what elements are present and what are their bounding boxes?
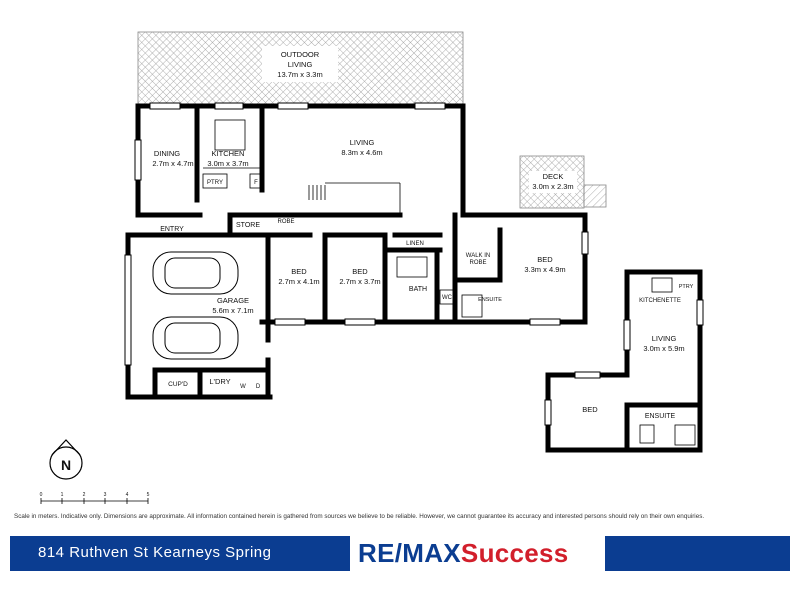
deck-size: 3.0m x 2.3m (532, 182, 573, 191)
scale-tick: 2 (83, 492, 86, 498)
compass-letter: N (61, 457, 71, 473)
kitchenette-label: KITCHENETTE (639, 298, 681, 304)
living-name: LIVING (350, 138, 375, 147)
ptry2-label: PTRY (679, 284, 694, 290)
garage-cars (152, 251, 239, 360)
bed3-name: BED (537, 255, 553, 264)
small-labels: PTRY F ENTRY STORE ROBE LINEN WALK IN RO… (160, 180, 693, 420)
bath-label: BATH (409, 286, 427, 293)
ensuite-label: ENSUITE (478, 297, 502, 303)
bathroom-fittings (396, 256, 696, 446)
walk-in-robe-line2: ROBE (469, 260, 486, 266)
scale-tick-labels: 0 1 2 3 4 5 (40, 492, 150, 498)
scale-tick: 0 (40, 492, 43, 498)
scale-tick: 5 (147, 492, 150, 498)
brand-logo: RE/MAXSuccess (358, 537, 569, 570)
entry-label: ENTRY (160, 226, 184, 233)
walk-in-robe-line1: WALK IN (466, 253, 490, 259)
scale-tick: 1 (61, 492, 64, 498)
property-address: 814 Ruthven St Kearneys Spring (38, 544, 272, 561)
bed1-name: BED (291, 267, 307, 276)
cupd-label: CUP'D (168, 381, 188, 388)
dryer-label: D (256, 384, 261, 390)
outdoor-living-size: 13.7m x 3.3m (277, 70, 322, 79)
brand-part1: RE/MAX (358, 538, 461, 568)
wc-label: WC (442, 295, 453, 301)
scale-tick: 4 (126, 492, 129, 498)
linen-label: LINEN (406, 241, 424, 247)
kitchen-fittings (202, 119, 263, 189)
outdoor-living-name2: LIVING (288, 60, 313, 69)
washer-label: W (240, 384, 246, 390)
deck-area (519, 155, 607, 209)
brand-box (350, 536, 605, 571)
floor-plan: OUTDOOR LIVING 13.7m x 3.3m DINING 2.7m … (40, 31, 704, 504)
fridge-label: F (254, 180, 258, 186)
garage-size: 5.6m x 7.1m (212, 306, 253, 315)
north-compass-icon: N (49, 439, 83, 480)
dining-size: 2.7m x 4.7m (152, 159, 193, 168)
ldry-label: L'DRY (209, 377, 230, 386)
ptry-label: PTRY (207, 180, 223, 186)
windows (124, 102, 704, 426)
bed2-name: BED (352, 267, 368, 276)
robe-label: ROBE (277, 219, 294, 225)
disclaimer-text: Scale in meters. Indicative only. Dimens… (14, 513, 705, 520)
bed2-size: 2.7m x 3.7m (339, 277, 380, 286)
bed4-name: BED (582, 405, 598, 414)
ensuite2-label: ENSUITE (645, 413, 676, 420)
outdoor-living-name: OUTDOOR (281, 50, 320, 59)
scale-bar (40, 498, 149, 504)
stairs (308, 182, 401, 215)
outdoor-living-area (137, 31, 464, 106)
room-labels: OUTDOOR LIVING 13.7m x 3.3m DINING 2.7m … (152, 50, 684, 414)
deck-name: DECK (543, 172, 564, 181)
living-size: 8.3m x 4.6m (341, 148, 382, 157)
brand-part2: Success (460, 538, 569, 568)
scale-tick: 3 (104, 492, 107, 498)
dining-name: DINING (154, 149, 180, 158)
bed1-size: 2.7m x 4.1m (278, 277, 319, 286)
store-label: STORE (236, 222, 260, 229)
living2-name: LIVING (652, 334, 677, 343)
bed3-size: 3.3m x 4.9m (524, 265, 565, 274)
kitchen-size: 3.0m x 3.7m (207, 159, 248, 168)
living2-size: 3.0m x 5.9m (643, 344, 684, 353)
garage-name: GARAGE (217, 296, 249, 305)
kitchen-name: KITCHEN (212, 149, 245, 158)
